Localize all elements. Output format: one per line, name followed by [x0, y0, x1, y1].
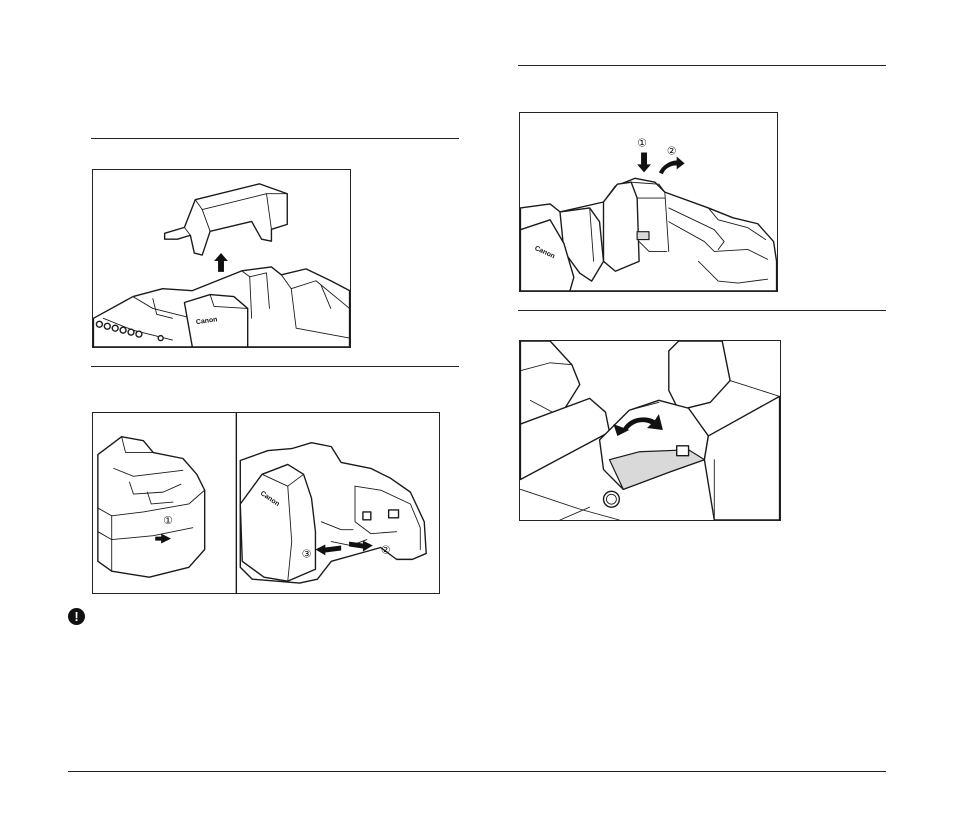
- open-covers-illustration: ① Canon ③ ②: [93, 413, 439, 593]
- figure-open-covers: ① Canon ③ ②: [92, 412, 440, 594]
- figure-flip-part: [519, 340, 781, 521]
- remove-cover-illustration: Canon: [93, 170, 350, 347]
- footer-rule: [68, 771, 886, 772]
- left-rule-1: [91, 138, 459, 139]
- step-3-marker: ③: [302, 547, 312, 560]
- right-rule-2: [518, 310, 886, 311]
- curved-arrow-icon: [659, 157, 685, 175]
- down-arrow-icon: [637, 153, 651, 173]
- step-2-marker: ②: [381, 543, 391, 556]
- round-port: [604, 491, 620, 507]
- left-rule-2: [91, 366, 459, 367]
- step-2-marker: ②: [667, 145, 677, 158]
- flip-part-illustration: [520, 341, 780, 520]
- step-1-marker: ①: [163, 514, 173, 527]
- caution-icon: !: [68, 608, 85, 625]
- step-1-marker: ①: [637, 137, 647, 150]
- figure-remove-cover: Canon: [92, 169, 351, 348]
- up-arrow-icon: [214, 253, 228, 272]
- top-right-rule: [518, 65, 886, 66]
- press-lever-illustration: ① ② Canon: [520, 113, 777, 291]
- figure-press-lever: ① ② Canon: [519, 112, 778, 292]
